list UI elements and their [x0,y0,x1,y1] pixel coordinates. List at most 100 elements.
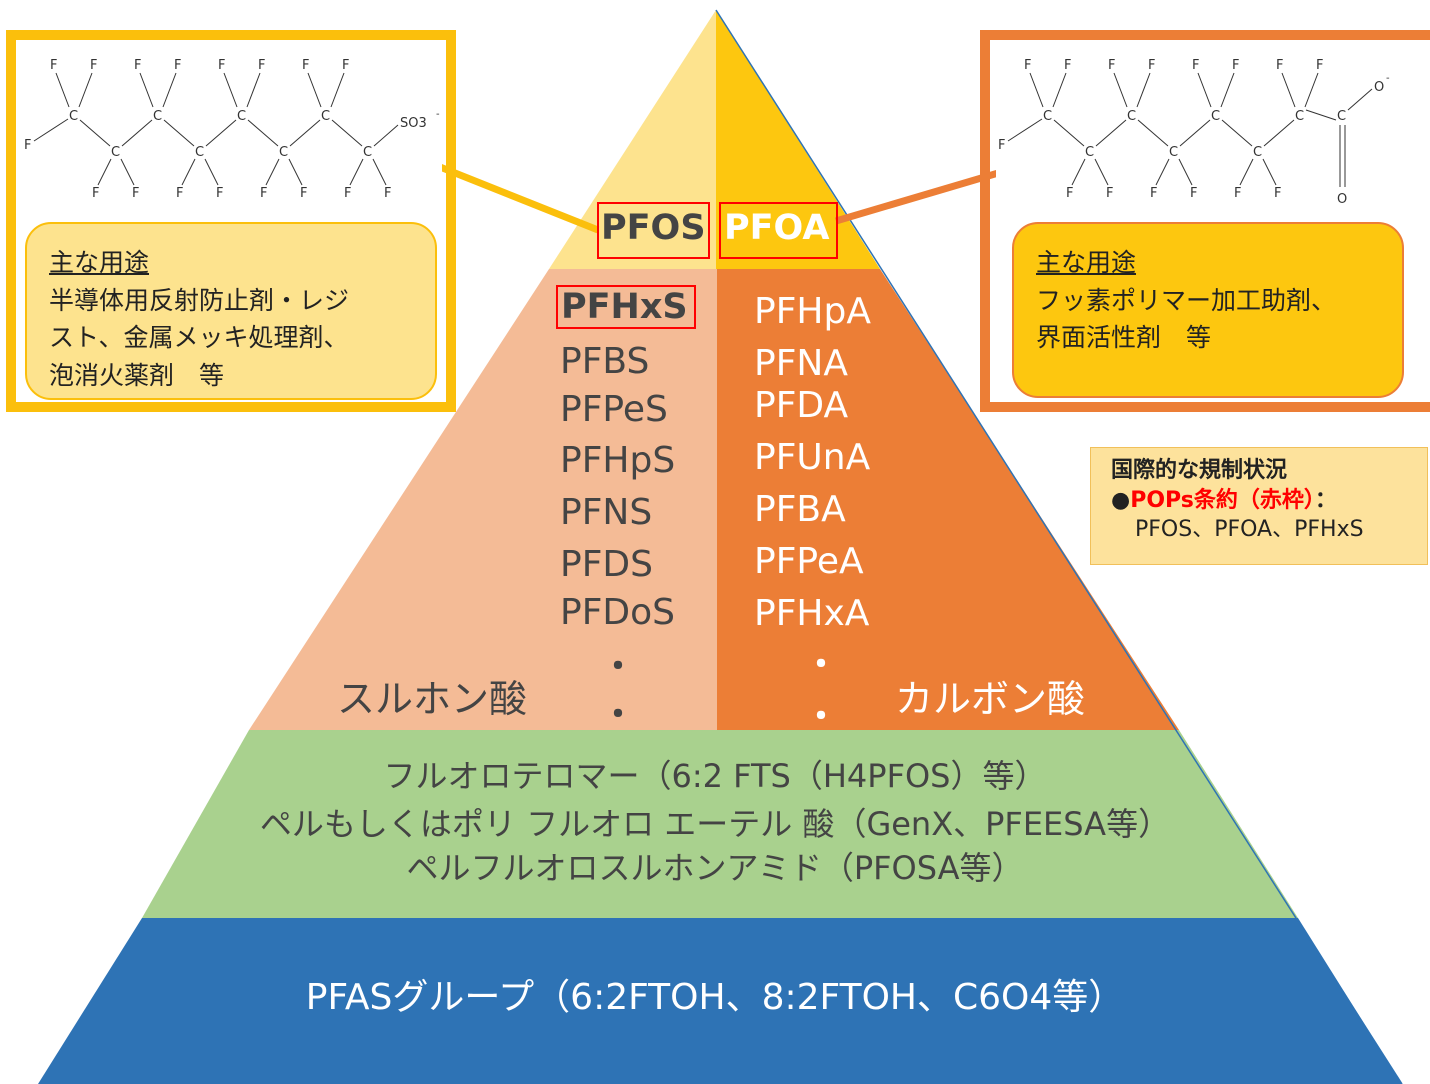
bond [204,158,219,186]
fluorine-atom: F [1148,58,1155,73]
bond [1281,72,1296,108]
pfos-uses-box: 主な用途 半導体用反射防止剤・レジ スト、金属メッキ処理剤、 泡消火薬剤 等 [25,222,437,400]
carbon-atom: C [321,109,330,124]
green-line: ペルもしくはポリ フルオロ エーテル 酸（GenX、PFEESA等） [259,805,1171,843]
fluorine-atom: F [1316,58,1323,73]
fluorine-atom: F [216,186,223,201]
bond [1137,119,1169,147]
sulfonic-item: PFNS [560,492,653,533]
bond [33,118,69,142]
bond [1179,119,1211,147]
fluorine-atom: F [1150,186,1157,201]
top-left-tier [549,10,716,269]
bond [247,119,279,147]
bond [1136,72,1151,108]
pfos-uses-line: スト、金属メッキ処理剤、 [49,323,349,352]
pfos-uses-line: 泡消火薬剤 等 [49,360,225,390]
fluorine-atom: F [1276,58,1283,73]
carbon-atom: C [279,145,288,160]
bond [78,72,93,108]
carboxylic-title: カルボン酸 [895,677,1086,721]
regulation-substances: PFOS、PFOA、PFHxS [1135,517,1364,543]
carboxylic-item: PFHpA [754,291,871,332]
pfoa-uses-box: 主な用途 フッ素ポリマー加工助剤、 界面活性剤 等 [1012,222,1404,398]
bond [1113,72,1128,108]
fluorine-atom: F [90,58,97,73]
bond [1263,119,1295,147]
pops-label: POPs条約（赤枠） [1130,487,1315,513]
pfos-uses-title: 主な用途 [49,248,150,277]
carbon-atom: C [1253,145,1262,160]
fluorine-atom: F [218,58,225,73]
carboxylic-item: PFBA [754,489,846,530]
carboxylic-item: PFPeA [754,541,864,582]
carbon-atom: C [1169,145,1178,160]
bond [1007,118,1043,142]
bond [349,158,364,186]
bond [372,158,387,186]
bond [1262,158,1277,186]
fluorine-atom: F [24,138,31,153]
fluorine-atom: F [132,186,139,201]
bond [289,119,321,147]
carbon-atom: C [1127,109,1136,124]
carbon-atom: C [363,145,372,160]
fluorine-atom: F [1274,186,1281,201]
carbon-atom: C [69,109,78,124]
carbon-atom: C [1295,109,1304,124]
sulfonic-item: PFDoS [560,592,676,633]
bond [373,124,399,147]
bond [55,72,70,108]
fluorine-atom: F [302,58,309,73]
bond [265,158,280,186]
bond [79,119,111,147]
bond [1304,72,1319,108]
regulation-box: 国際的な規制状況 ●POPs条約（赤枠）： PFOS、PFOA、PFHxS [1090,447,1428,565]
fluorine-atom: F [342,58,349,73]
fluorine-atom: F [92,186,99,201]
bond [1053,119,1085,147]
pfoa-uses-line: 界面活性剤 等 [1036,323,1212,352]
fluorine-atom: F [1066,186,1073,201]
bond [288,158,303,186]
left-panel-frame [6,30,456,412]
bond [139,72,154,108]
carboxylic-ellipsis: ・ [804,697,838,737]
carboxylic-item: PFHxA [754,593,870,634]
bond [307,72,322,108]
fluorine-atom: F [258,58,265,73]
bond [1094,158,1109,186]
bond [1197,72,1212,108]
bond [205,119,237,147]
pfos-uses-line: 半導体用反射防止剤・レジ [49,285,350,315]
pfoa-uses-title: 主な用途 [1036,248,1137,277]
carboxylic-tier [717,269,1179,730]
bond [181,158,196,186]
green-tier [142,730,1298,918]
bond [1155,158,1170,186]
bond [1029,72,1044,108]
fluorine-atom: F [1192,58,1199,73]
fluorine-atom: F [1106,186,1113,201]
regulation-title: 国際的な規制状況 [1111,458,1288,483]
sulfonic-tier [249,269,717,730]
bond [246,72,261,108]
fluorine-atom: F [1190,186,1197,201]
right-connector [835,167,1006,225]
fluorine-atom: F [1108,58,1115,73]
bond [1095,119,1127,147]
oxygen-atom: O [1374,80,1384,95]
sulfonic-item: PFPeS [560,389,668,430]
fluorine-atom: F [300,186,307,201]
fluorine-atom: F [344,186,351,201]
sulfonic-item: PFBS [560,341,650,382]
carbon-atom: C [111,145,120,160]
bond [97,158,112,186]
fluorine-atom: F [1234,186,1241,201]
bond [1239,158,1254,186]
pfhxs-pop-frame [556,285,696,329]
